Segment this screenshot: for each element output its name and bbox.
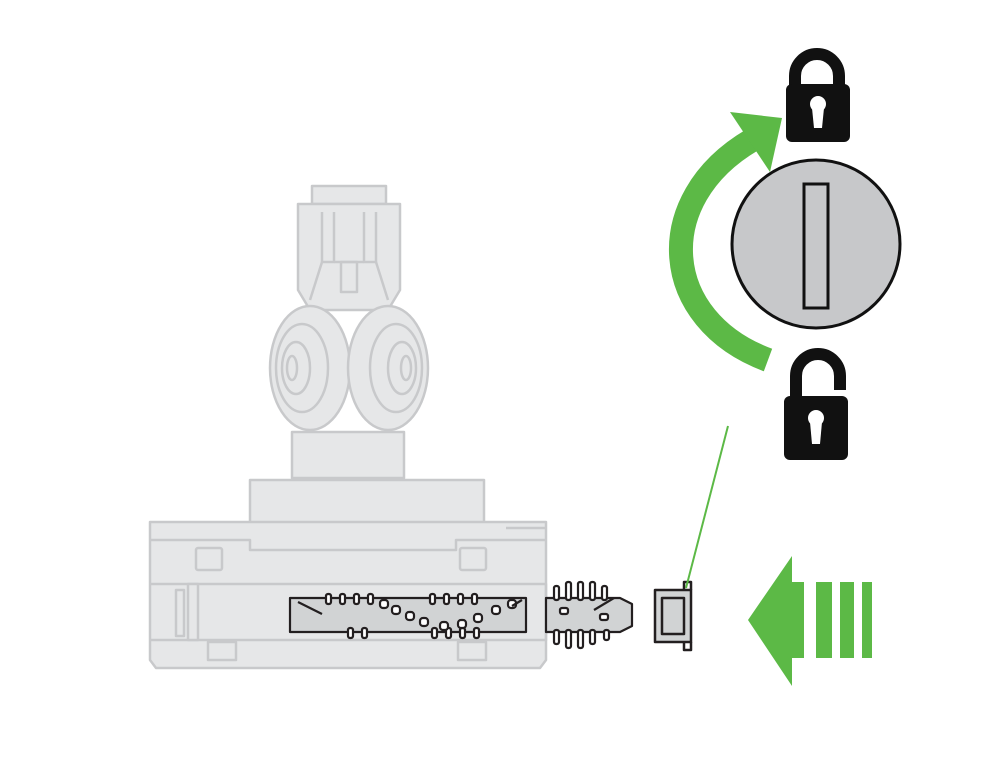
housing-foot-right [456,640,488,662]
brush-bar-end-cap [653,580,693,652]
bristles-diagonal [297,597,615,615]
padlock-closed-icon [786,48,850,142]
padlock-open-icon [784,348,848,460]
pivot-joint-left [268,304,352,432]
bristles-top [324,580,609,606]
housing-tab-left [194,546,224,572]
wand-connector [296,184,402,312]
brush-bar-exposed [544,596,634,634]
housing-foot-left [206,640,238,662]
rotate-arrow-icon [668,112,782,372]
pivot-joint-right [346,304,430,432]
insert-left-arrow-icon [748,556,872,686]
housing-tab-right [458,546,488,572]
floor-head-ghost [148,184,548,670]
bristles-helix [378,598,610,632]
dial-slot [802,182,830,310]
neck-base [290,430,406,480]
leader-line [685,425,729,589]
brush-bar [288,580,634,650]
end-cap-dial [730,158,902,330]
